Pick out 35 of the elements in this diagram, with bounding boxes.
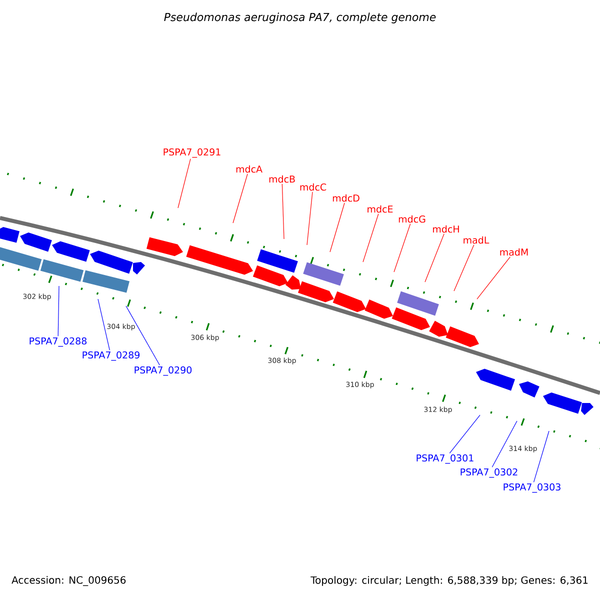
gene-label: PSPA7_0288	[30, 337, 87, 347]
gene-label: PSPA7_0289	[82, 351, 140, 361]
gene-label: PSPA7_0290	[134, 366, 192, 376]
gene-label: mdcA	[236, 165, 262, 173]
leader-line	[492, 420, 518, 468]
leader-line	[454, 244, 474, 292]
leader-line	[232, 174, 248, 224]
genome-info-text: Topology: circular; Length: 6,588,339 bp; Genes: 6,361	[310, 576, 588, 586]
gene-label: mdcE	[368, 205, 393, 213]
leader-line	[282, 184, 284, 240]
leader-line	[394, 224, 411, 272]
title: Pseudomonas aeruginosa PA7, complete genome	[164, 12, 436, 24]
gene-label: mdcG	[398, 215, 426, 223]
gene-label: mdcH	[433, 225, 459, 233]
leader-line	[449, 414, 480, 454]
leader-line	[424, 234, 444, 282]
leader-line	[126, 306, 160, 366]
leader-line	[533, 430, 550, 482]
gene-label: mdcD	[332, 194, 360, 202]
gene-label: PSPA7_0303	[504, 483, 560, 493]
leader-line	[362, 214, 379, 262]
gene-label: mdcB	[269, 175, 295, 183]
leader-line	[476, 256, 510, 300]
leader-line	[178, 158, 191, 208]
leader-line	[330, 202, 345, 252]
gene-label: PSPA7_0302	[460, 468, 518, 478]
gene-label: madL	[464, 236, 490, 244]
leader-line	[306, 192, 313, 246]
leader-line	[98, 298, 110, 350]
gene-label: PSPA7_0291	[164, 148, 220, 158]
gene-label: PSPA7_0301	[416, 454, 474, 464]
leader-line	[58, 286, 60, 336]
gene-label: madM	[500, 248, 528, 256]
gene-label: mdcC	[300, 183, 326, 191]
accession-text: Accession: NC_009656	[12, 576, 126, 586]
